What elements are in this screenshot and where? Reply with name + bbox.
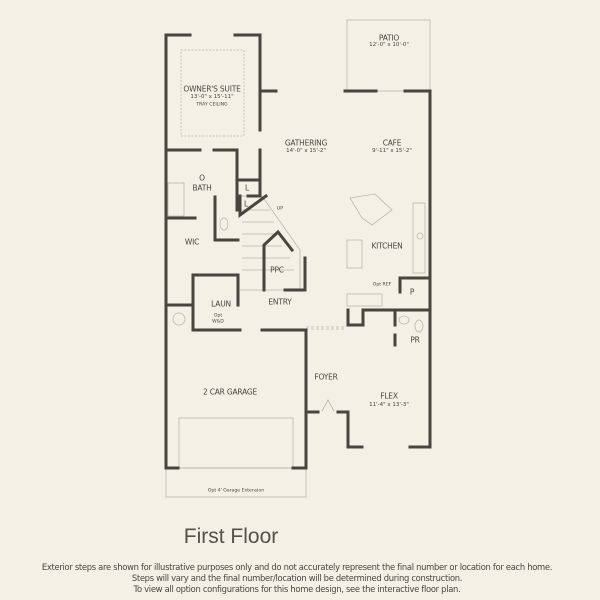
cafe-dims: 9'-11" x 15'-2"	[372, 148, 412, 154]
pantry-label: P	[409, 287, 415, 297]
bath-label: BATH	[192, 183, 212, 193]
patio-dims: 12'-0" x 10'-0"	[369, 42, 409, 48]
wic-label: WIC	[184, 237, 200, 247]
stair-treads	[242, 209, 294, 271]
toilet	[219, 217, 229, 231]
garage-label: 2 CAR GARAGE	[202, 387, 258, 397]
kitchen-counter-wall	[412, 202, 426, 274]
note-line-3: To view all option configurations for th…	[133, 584, 461, 594]
note-line-2: Steps will vary and the final number/loc…	[131, 573, 463, 583]
laundry-wd: W&D	[212, 319, 224, 325]
pr-sink	[398, 315, 410, 325]
opening-line	[306, 326, 346, 330]
patio-outline	[346, 19, 431, 92]
gathering-label: GATHERING	[284, 138, 328, 148]
powder-label: PR	[410, 335, 420, 345]
wall-left	[164, 33, 192, 470]
wall-ppc	[262, 229, 307, 292]
front-door-swing	[321, 399, 335, 412]
cooktop	[416, 232, 424, 240]
kitchen-label: KITCHEN	[371, 241, 403, 251]
shower	[167, 182, 185, 217]
opt-ref-label: Opt REF	[372, 282, 392, 288]
wall-foyer-flex	[304, 410, 364, 449]
laundry-label: LAUN	[211, 299, 231, 309]
linen-2-label: L	[244, 199, 248, 209]
laundry-opt: Opt	[213, 313, 223, 319]
water-heater	[172, 312, 186, 326]
flex-label: FLEX	[380, 391, 398, 401]
owners-suite-note: TRAY CEILING	[196, 102, 228, 108]
patio-label: PATIO	[378, 33, 400, 43]
wall-pantry	[398, 276, 432, 294]
walls	[164, 33, 432, 470]
linen-1-label: L	[245, 183, 249, 193]
note-line-1: Exterior steps are shown for illustrativ…	[41, 562, 553, 572]
owners-suite-label: OWNER'S SUITE	[183, 84, 241, 94]
bath-prefix: O	[199, 173, 205, 183]
wall-suite-top	[233, 33, 262, 93]
wall-garage-right	[260, 328, 308, 470]
wall-wc	[213, 195, 240, 242]
ppc-label: PPC	[270, 265, 284, 275]
cafe-label: CAFE	[382, 138, 402, 148]
foyer-label: FOYER	[314, 372, 338, 382]
floor-title: First Floor	[183, 525, 279, 548]
wall-laundry-top	[191, 273, 240, 307]
kitchen-island	[349, 193, 393, 226]
owners-suite-dims: 13'-0" x 15'-11"	[190, 94, 234, 100]
opt-ref-space	[346, 293, 383, 307]
wall-main-top-right	[258, 89, 432, 449]
wall-linen	[235, 178, 269, 218]
tray-ceiling-outline	[180, 49, 245, 137]
entry-label: ENTRY	[268, 297, 292, 307]
wall-laundry	[191, 273, 242, 332]
garage-extension-label: Opt 4' Garage Extension	[207, 488, 265, 494]
gathering-dims: 14'-0" x 15'-2"	[286, 148, 326, 154]
stairs-up-label: UP	[276, 206, 284, 212]
wall-bath	[164, 148, 239, 212]
garage-door-outline	[178, 417, 294, 469]
flex-dims: 11'-4" x 13'-3"	[369, 402, 409, 408]
wall-pr	[346, 308, 432, 327]
pr-toilet	[414, 319, 424, 333]
kitchen-counter	[346, 239, 363, 269]
